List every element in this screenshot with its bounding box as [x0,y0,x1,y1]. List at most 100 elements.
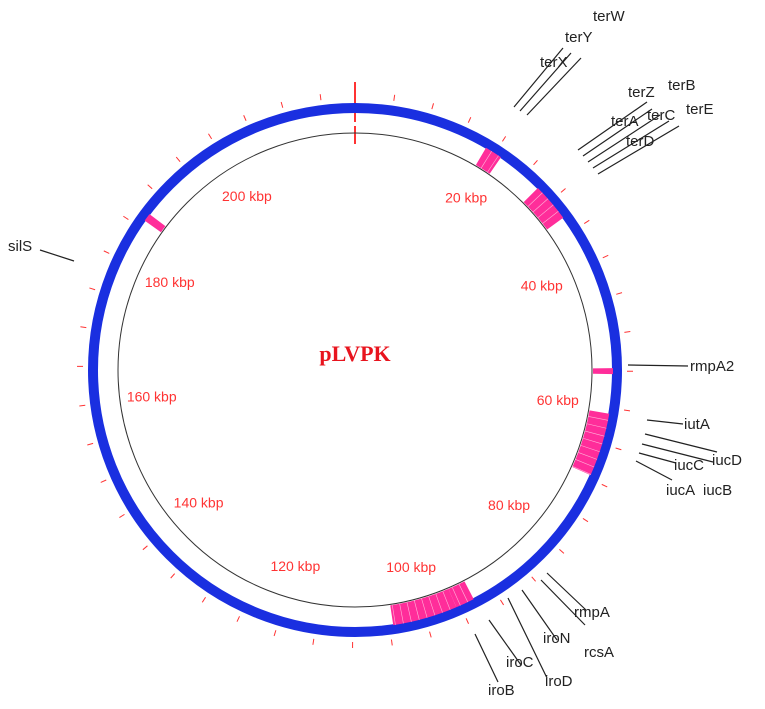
gene-leader-lines [39,47,718,683]
scale-tick [560,188,566,193]
leader-line [546,572,587,611]
scale-tick [280,101,284,108]
feature-stripe [480,151,492,169]
leader-line [507,597,548,679]
scale-tick [533,159,538,166]
scale-tick [531,576,536,582]
leader-line [540,579,586,626]
scale-tick [393,94,396,101]
gene-label-iucA: iucA [666,482,695,499]
feature-stripe [442,591,451,610]
scale-label: 80 kbp [488,497,530,513]
gene-label-rmpA: rmpA [574,604,610,621]
leader-line [521,589,558,641]
scale-tick [502,136,507,142]
gene-label-iroB: iroB [488,682,515,699]
gene-label-iroD: iroD [545,673,573,690]
gene-label-terX: terX [540,54,568,71]
gene-label-silS: silS [8,238,32,255]
tick-marks [77,82,633,648]
scale-tick [147,184,153,190]
scale-tick [615,447,622,451]
leader-line [597,125,680,175]
scale-tick [236,616,240,622]
scale-label: 120 kbp [270,558,320,574]
scale-tick [80,326,87,329]
scale-tick [583,219,590,225]
gene-label-iucD: iucD [712,452,742,469]
leader-line [582,108,653,157]
scale-tick [123,215,129,220]
feature-stripe [575,459,595,468]
plasmid-title: pLVPK [319,341,390,366]
feature-stripe [391,605,396,625]
leader-line [488,619,522,666]
feature-stripe [572,466,592,475]
scale-label: 100 kbp [386,559,436,575]
scale-tick [582,518,589,523]
gene-label-terB: terB [668,77,696,94]
feature-stripe [451,587,461,606]
gene-label-terW: terW [593,8,626,25]
scale-tick [390,639,393,646]
scale-tick [429,631,432,638]
gene-label-terZ: terZ [628,84,655,101]
gene-label-rcsA: rcsA [584,644,614,661]
gene-label-iucC: iucC [674,457,704,474]
gene-label-rmpA2: rmpA2 [690,358,734,375]
gene-features [144,147,613,626]
feature-stripe [406,602,412,622]
scale-tick [273,630,277,637]
feature-stripe [580,445,600,453]
scale-tick [616,292,623,295]
scale-tick [87,442,94,446]
gene-label-terY: terY [565,29,593,46]
scale-tick [243,115,247,121]
scale-tick [624,331,631,333]
scale-tick [559,549,565,554]
scale-tick [499,599,505,606]
leader-line [646,419,684,425]
scale-label: 40 kbp [521,277,563,293]
leader-line [474,633,499,683]
feature-stripe [527,192,543,207]
leader-line [635,460,673,481]
scale-label: 60 kbp [537,392,579,408]
scale-label: 140 kbp [174,495,224,511]
gene-label-iutA: iutA [684,416,710,433]
scale-label: 200 kbp [222,188,272,204]
scale-tick [431,103,435,110]
feature-block-ter-cluster-2 [523,187,564,230]
feature-stripe [537,204,554,218]
leader-line [641,443,714,463]
gene-labels: terW terY terX terZ terB terA terC terE … [8,8,742,699]
scale-tick [312,638,315,645]
feature-stripe [532,198,549,213]
gene-label-iroN: iroN [543,630,571,647]
feature-stripe [578,452,598,460]
scale-tick [467,117,472,123]
scale-tick [623,409,631,412]
gene-label-terC: terC [647,107,676,124]
scale-tick [170,573,176,579]
scale-tick [175,156,181,163]
feature-stripe [399,603,404,624]
feature-block-rmpA2-block [592,368,613,375]
leader-line [39,249,75,262]
scale-label: 180 kbp [145,274,195,290]
leader-line [526,57,582,116]
scale-label: 160 kbp [127,389,177,405]
feature-stripe [421,598,428,618]
gene-label-terD: terD [626,133,655,150]
feature-block-silS-block [144,214,166,233]
leader-line [587,114,661,163]
scale-tick [103,250,110,254]
scale-tick [119,513,125,518]
scale-tick [142,545,148,551]
scale-tick [602,254,609,259]
scale-tick [79,404,86,407]
scale-tick [208,133,213,140]
scale-tick [201,597,206,603]
